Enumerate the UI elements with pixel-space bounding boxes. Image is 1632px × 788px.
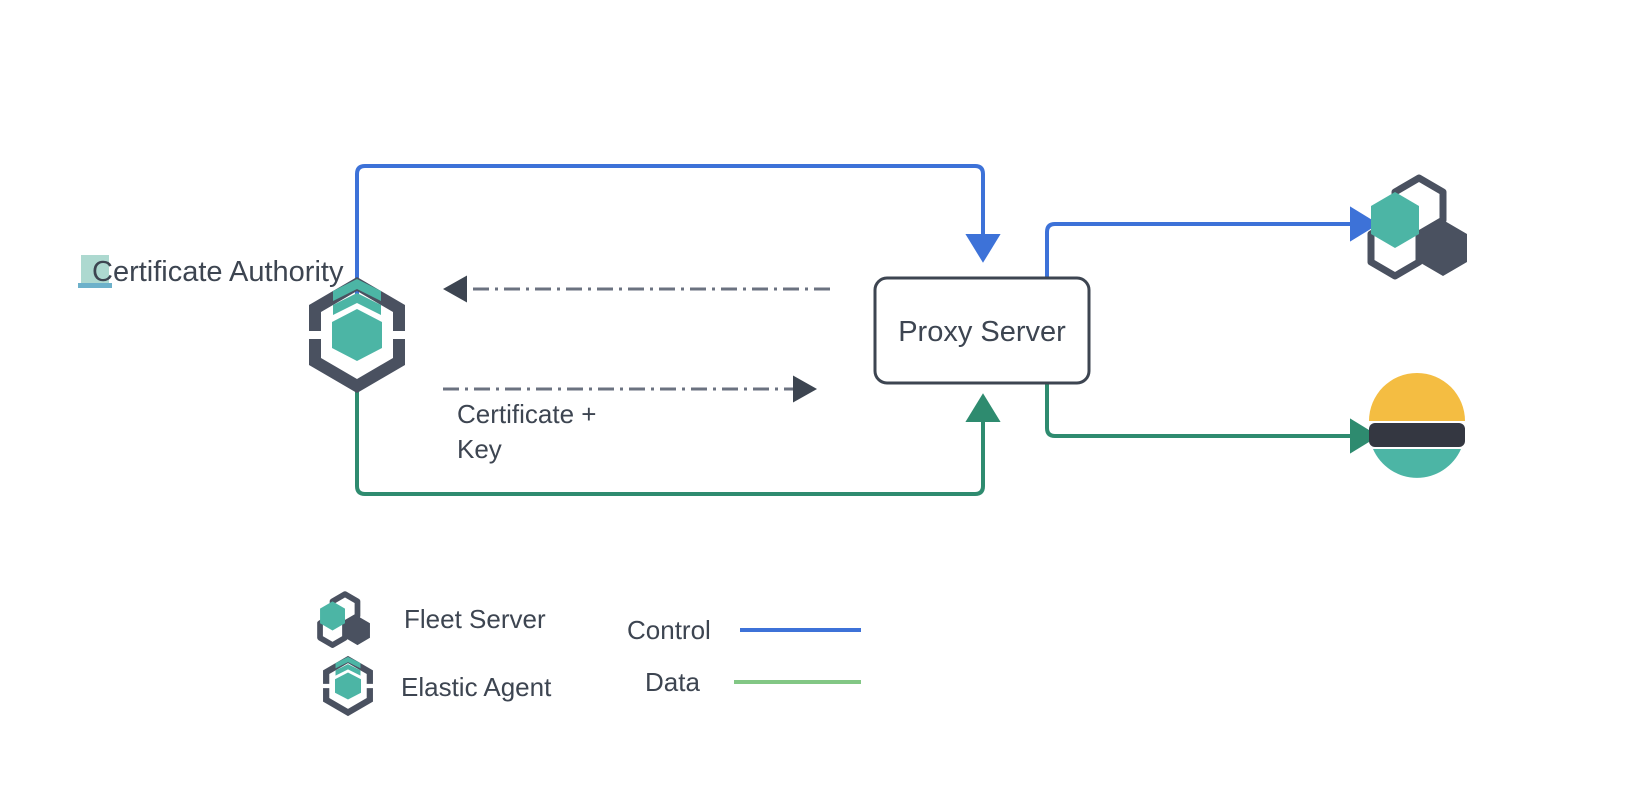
edge-control-agent-to-proxy — [355, 164, 1001, 300]
edge-data-agent-to-proxy — [355, 380, 1001, 496]
certificate-authority-label: Certificate Authority — [92, 256, 344, 288]
certificate-key-label-line2: Key — [457, 434, 502, 464]
fleet-server-icon — [1367, 174, 1467, 280]
legend-fleet-server-icon — [317, 591, 370, 648]
proxy-server-label: Proxy Server — [898, 316, 1066, 348]
legend-data-label: Data — [645, 667, 700, 697]
legend-fleet-server-label: Fleet Server — [404, 604, 546, 634]
certificate-authority-highlight — [78, 255, 112, 288]
elastic-agent-icon — [309, 277, 405, 393]
legend-elastic-agent-label: Elastic Agent — [401, 672, 552, 702]
edge-data-proxy-to-elasticsearch — [1045, 382, 1379, 454]
edge-control-proxy-to-fleet — [1045, 206, 1379, 278]
legend-elastic-agent-icon — [323, 655, 373, 717]
certificate-key-label-line1: Certificate + — [457, 399, 596, 429]
proxy-server-node[interactable] — [873, 276, 1091, 385]
legend-control-label: Control — [627, 615, 711, 645]
elasticsearch-icon — [1369, 373, 1465, 478]
